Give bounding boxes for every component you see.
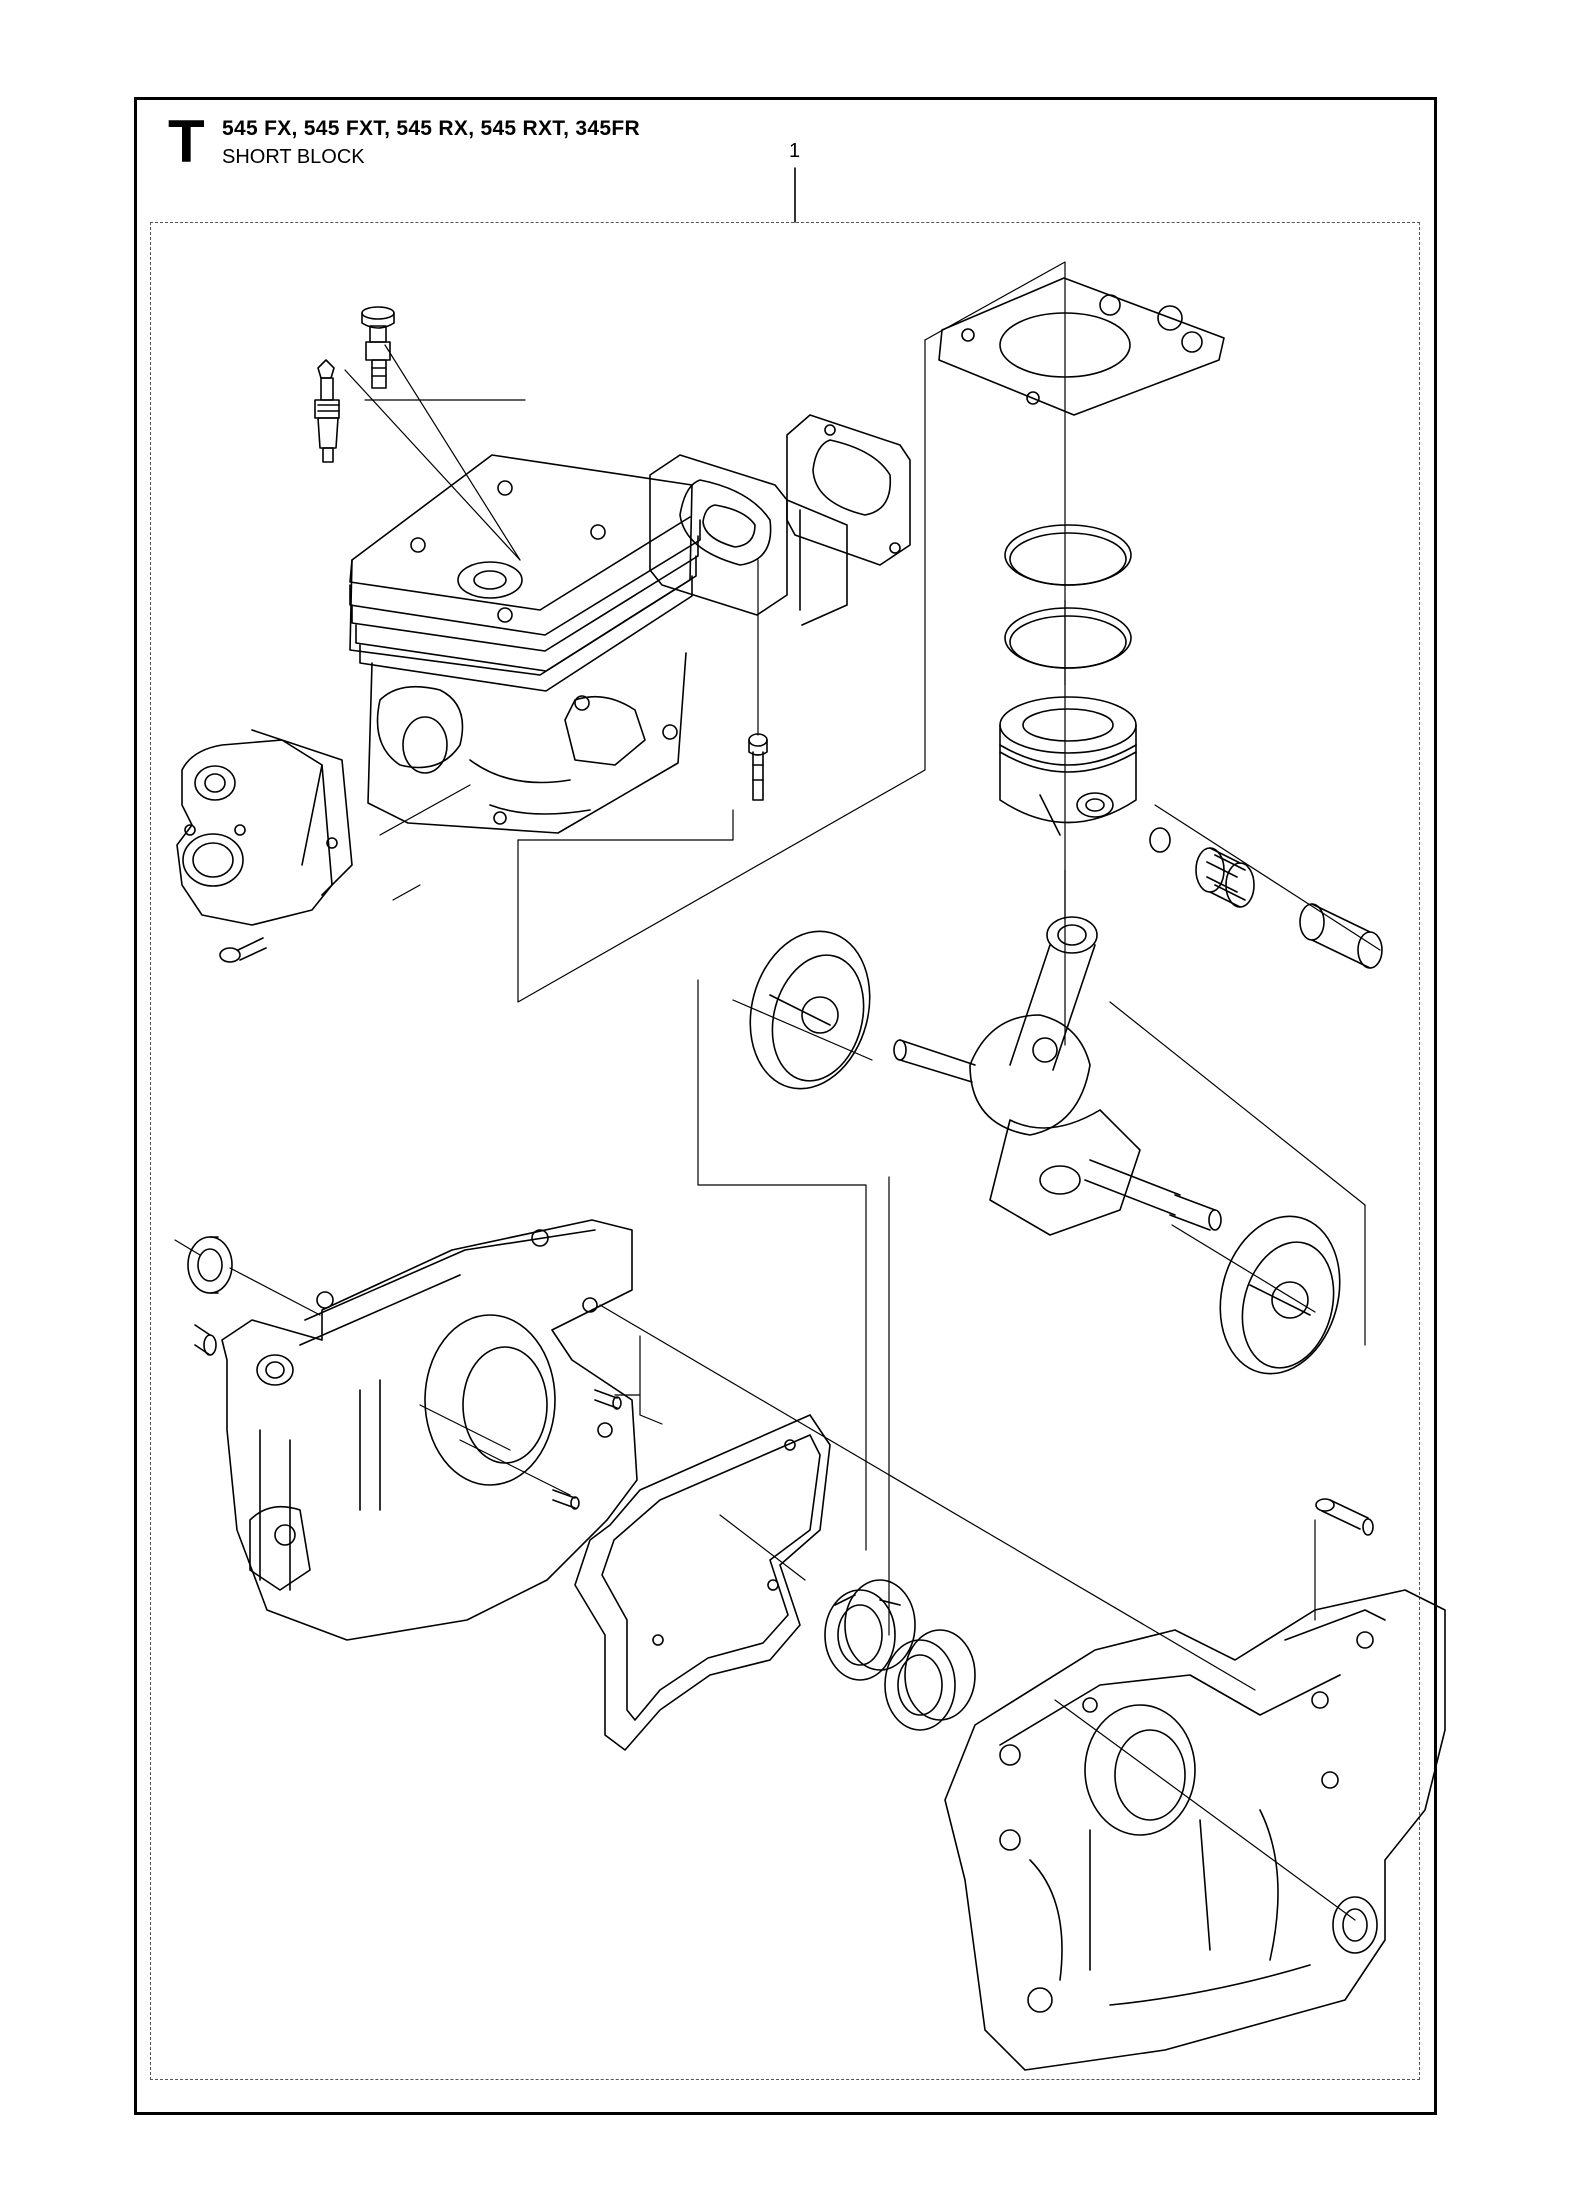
spark-plug bbox=[315, 360, 339, 462]
piston-ring-upper bbox=[1005, 525, 1131, 585]
piston-pin-circlip bbox=[1150, 828, 1170, 852]
model-list: 545 FX, 545 FXT, 545 RX, 545 RXT, 345FR bbox=[222, 117, 640, 140]
ball-bearing-left bbox=[825, 1580, 915, 1680]
intake-manifold bbox=[177, 730, 352, 925]
crankcase-screw bbox=[1316, 1499, 1373, 1535]
seal-ring-right bbox=[1333, 1897, 1377, 1953]
decompression-valve bbox=[362, 307, 394, 388]
piston bbox=[1000, 697, 1136, 835]
flywheel-side-counterweight bbox=[733, 918, 886, 1103]
assembly-lines bbox=[175, 262, 1380, 1920]
clutch-side-counterweight bbox=[1203, 1203, 1356, 1388]
crankcase-right bbox=[945, 1590, 1445, 2070]
manifold-screw bbox=[220, 938, 266, 962]
seal-ring-left bbox=[188, 1237, 232, 1293]
assembly-boundary bbox=[150, 222, 1420, 2080]
guide-pins bbox=[553, 1390, 621, 1509]
diagram-subtitle: SHORT BLOCK bbox=[222, 146, 365, 168]
needle-bearing bbox=[1196, 848, 1254, 907]
cylinder-gasket bbox=[939, 278, 1224, 415]
crankshaft bbox=[894, 917, 1221, 1235]
crankcase-gasket bbox=[575, 1415, 830, 1750]
piston-ring-lower bbox=[1005, 608, 1131, 668]
crankcase-left bbox=[195, 1220, 637, 1640]
callout-item-1: 1 bbox=[789, 140, 801, 162]
cylinder-screw bbox=[749, 734, 767, 800]
section-letter: T bbox=[168, 108, 205, 175]
muffler-spacer bbox=[650, 455, 847, 625]
piston-pin bbox=[1300, 904, 1382, 968]
ball-bearing-right bbox=[885, 1630, 975, 1730]
cylinder bbox=[350, 455, 700, 833]
muffler-gasket bbox=[787, 415, 910, 565]
page-frame bbox=[134, 97, 1437, 2115]
